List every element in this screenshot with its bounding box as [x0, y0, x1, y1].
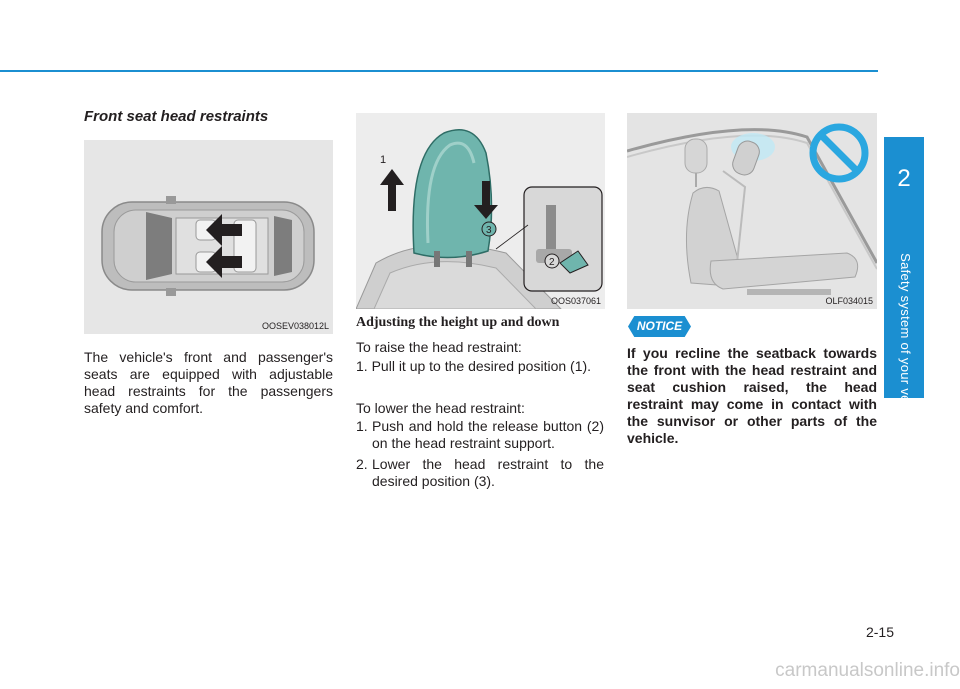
- passenger-seat-arrow-icon: [206, 246, 242, 278]
- list-item: 1. Push and hold the release button (2) …: [356, 418, 604, 452]
- car-top-view-figure: OOSEV038012L: [84, 140, 333, 334]
- intro-paragraph: The vehicle's front and passenger's seat…: [84, 349, 333, 416]
- head-restraint-illustration: 1 3 2: [356, 129, 603, 309]
- notice-text: If you recline the seatback towards the …: [627, 345, 877, 446]
- adjusting-heading: Adjusting the height up and down: [356, 315, 560, 330]
- step-number: 2.: [356, 456, 368, 472]
- recline-warning-figure: OLF034015: [627, 113, 877, 309]
- section-heading: Front seat head restraints: [84, 108, 269, 125]
- head-restraint-figure: 1 3 2 OOS037061: [356, 113, 605, 309]
- step-text: Push and hold the release button (2) on …: [372, 418, 604, 451]
- callout-1: 1: [380, 154, 386, 166]
- figure-code: OOS037061: [550, 296, 601, 306]
- step-text: Lower the head restraint to the desired …: [372, 456, 604, 489]
- list-item: 1. Pull it up to the desired position (1…: [356, 358, 604, 375]
- step-number: 1.: [356, 418, 368, 434]
- recline-illustration: [627, 123, 877, 295]
- callout-3: 3: [486, 225, 492, 236]
- callout-2: 2: [549, 257, 555, 268]
- raise-intro: To raise the head restraint:: [356, 339, 522, 355]
- figure-code: OLF034015: [825, 296, 873, 306]
- car-top-view-illustration: [101, 196, 315, 296]
- header-rule: [0, 70, 878, 72]
- prohibited-icon: [809, 123, 869, 183]
- lower-arrow-icon: [474, 181, 498, 219]
- front-seat-arrow-icon: [206, 214, 242, 246]
- step-text: Pull it up to the desired position (1).: [371, 358, 592, 374]
- list-item: 2. Lower the head restraint to the desir…: [356, 456, 604, 490]
- chapter-number: 2: [897, 165, 911, 192]
- notice-badge: NOTICE: [628, 316, 691, 337]
- lower-steps: 1. Push and hold the release button (2) …: [356, 418, 604, 490]
- raise-steps: 1. Pull it up to the desired position (1…: [356, 358, 604, 375]
- page-number: 2-15: [865, 624, 894, 640]
- figure-code: OOSEV038012L: [261, 321, 329, 331]
- raise-arrow-icon: [380, 169, 404, 211]
- chapter-title: Safety system of your vehicle: [898, 253, 913, 431]
- chapter-tab: 2 Safety system of your vehicle: [884, 137, 924, 431]
- watermark: carmanualsonline.info: [775, 660, 960, 681]
- lower-intro: To lower the head restraint:: [356, 400, 525, 416]
- step-number: 1.: [356, 358, 368, 374]
